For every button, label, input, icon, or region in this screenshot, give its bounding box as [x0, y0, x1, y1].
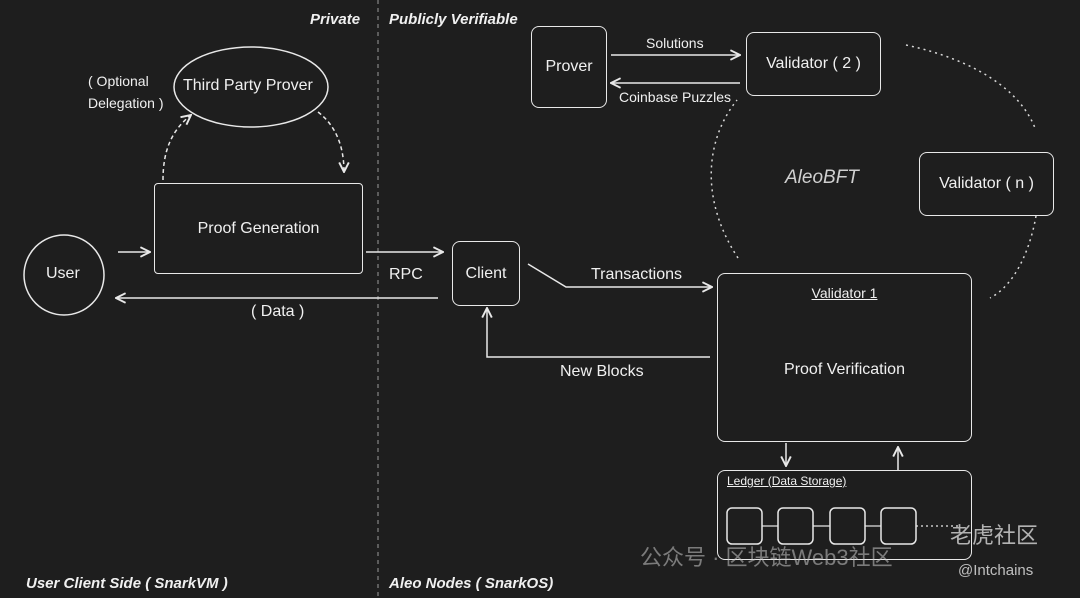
rpc-label: RPC	[389, 266, 423, 283]
arrow-delegate-to-prover	[162, 115, 191, 181]
watermark-text: 公众号 · 区块链Web3社区	[640, 545, 893, 570]
third-party-prover-shape	[173, 46, 329, 128]
client-side-region-label: User Client Side ( SnarkVM )	[26, 575, 228, 592]
proof-verification-label: Proof Verification	[784, 361, 905, 378]
proof-generation-node: Proof Generation	[154, 183, 363, 274]
ledger-title: Ledger (Data Storage)	[727, 474, 847, 488]
arrow-transactions	[527, 263, 712, 287]
validator-2-node: Validator ( 2 )	[746, 32, 881, 96]
arrow-new-blocks	[487, 308, 710, 358]
validator-n-node: Validator ( n )	[919, 152, 1054, 216]
public-region-label: Publicly Verifiable	[389, 11, 518, 28]
third-party-prover-label: Third Party Prover	[183, 77, 313, 94]
nodes-region-label: Aleo Nodes ( SnarkOS)	[389, 575, 554, 592]
aleobft-ring-top	[905, 44, 1036, 129]
user-node-shape	[23, 234, 105, 316]
optional-delegation-line2: Delegation )	[88, 95, 164, 111]
client-label: Client	[465, 264, 507, 282]
arrow-prover-to-proofgen	[317, 111, 344, 172]
transactions-label: Transactions	[591, 266, 682, 283]
validator-1-node: Validator 1 Proof Verification	[717, 273, 972, 442]
validator-1-title: Validator 1	[811, 285, 878, 301]
ledger-node: Ledger (Data Storage)	[717, 470, 972, 560]
validator-2-label: Validator ( 2 )	[766, 55, 861, 72]
aleobft-label: AleoBFT	[785, 167, 859, 188]
proof-generation-label: Proof Generation	[197, 219, 320, 237]
private-region-label: Private	[310, 11, 361, 28]
client-node: Client	[452, 241, 520, 306]
prover-node: Prover	[531, 26, 607, 108]
data-label: ( Data )	[251, 303, 305, 320]
watermark-brand: 老虎社区	[950, 523, 1039, 548]
coinbase-puzzles-label: Coinbase Puzzles	[619, 89, 732, 105]
optional-delegation-line1: ( Optional	[88, 73, 149, 89]
user-node: User	[46, 265, 80, 282]
validator-n-label: Validator ( n )	[939, 175, 1034, 192]
aleobft-ring-left	[710, 99, 739, 259]
watermark-handle: @Intchains	[958, 562, 1034, 579]
solutions-label: Solutions	[646, 35, 704, 51]
new-blocks-label: New Blocks	[560, 363, 644, 380]
aleobft-ring-right	[989, 215, 1037, 299]
prover-label: Prover	[545, 58, 593, 75]
